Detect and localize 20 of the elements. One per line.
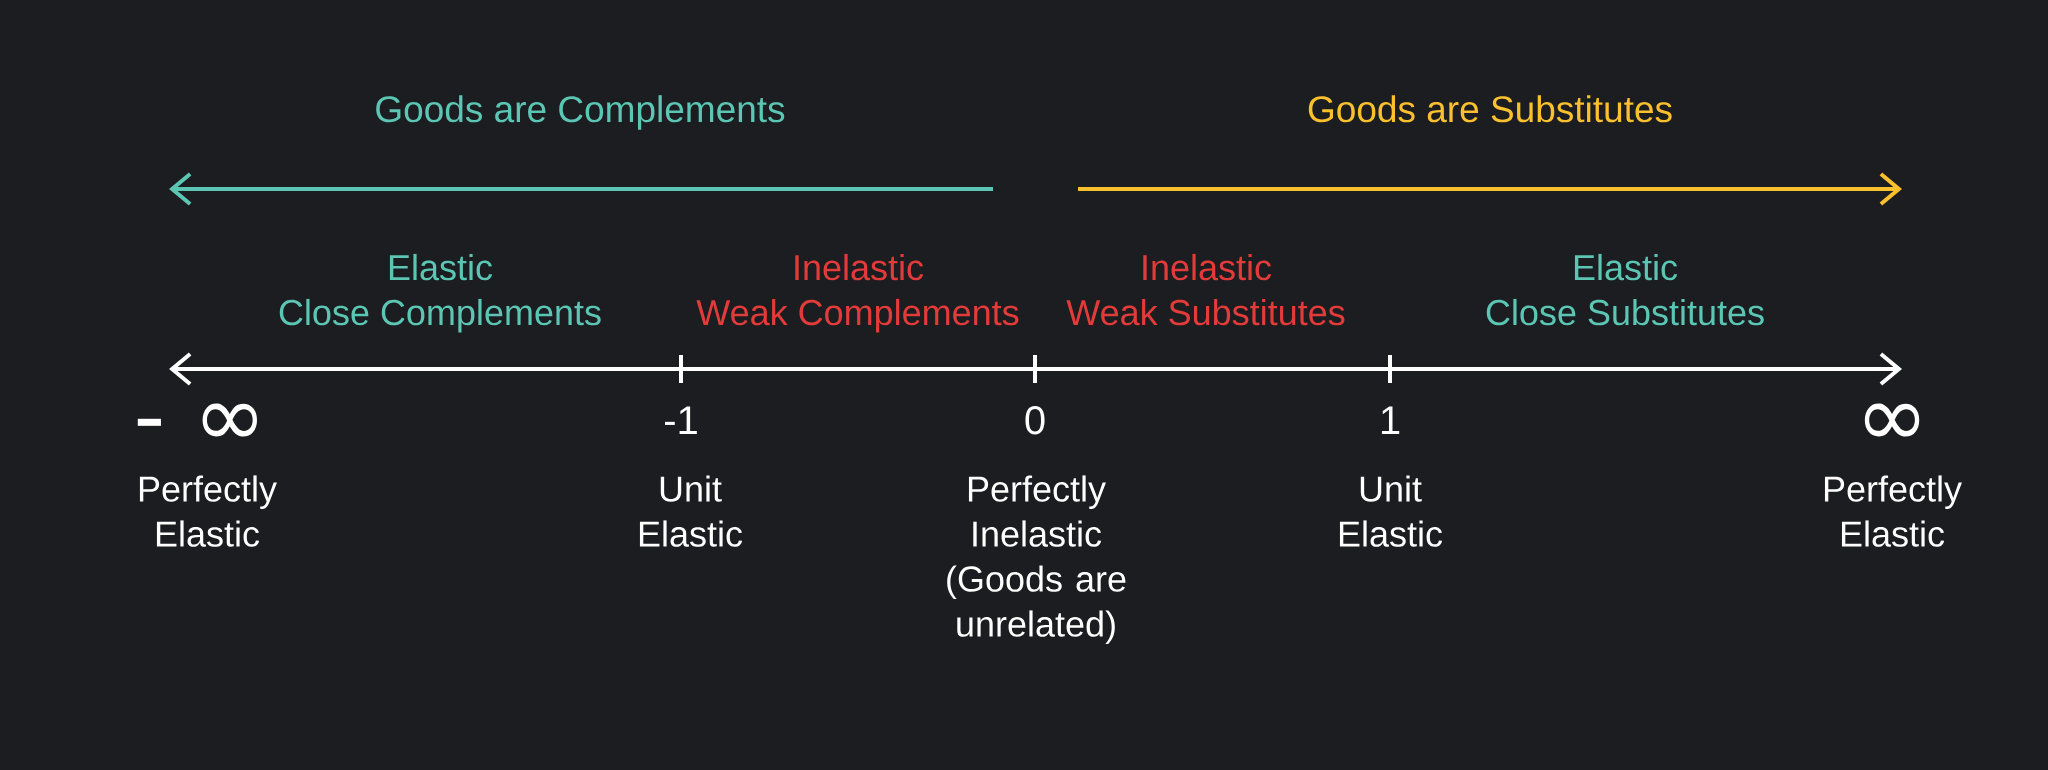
description-text: Perfectly Inelastic (Goods are unrelated) <box>947 475 1126 644</box>
region-label: Elastic <box>1574 253 1678 281</box>
region-label: Elastic <box>389 253 493 281</box>
tick-label: - ∞ <box>137 403 257 437</box>
tick-label: ∞ <box>1864 403 1920 437</box>
heading: Goods are Substitutes <box>1308 95 1672 123</box>
tick-label: 1 <box>1381 406 1400 434</box>
description-text: Perfectly Elastic <box>139 475 277 547</box>
region-label: Weak Substitutes <box>1066 298 1345 326</box>
heading: Goods are Complements <box>376 95 785 130</box>
description-text: Perfectly Elastic <box>1824 475 1962 547</box>
region-label: Inelastic <box>1143 253 1272 281</box>
description-text: Unit Elastic <box>1339 475 1443 547</box>
region-label: Weak Complements <box>696 298 1019 333</box>
region-label: Close Substitutes <box>1486 298 1764 326</box>
description-text: Unit Elastic <box>639 475 743 547</box>
region-label: Inelastic <box>795 253 924 281</box>
region-label: Close Complements <box>279 298 601 333</box>
tick-label: -1 <box>665 406 697 434</box>
tick-label: 0 <box>1025 406 1045 435</box>
